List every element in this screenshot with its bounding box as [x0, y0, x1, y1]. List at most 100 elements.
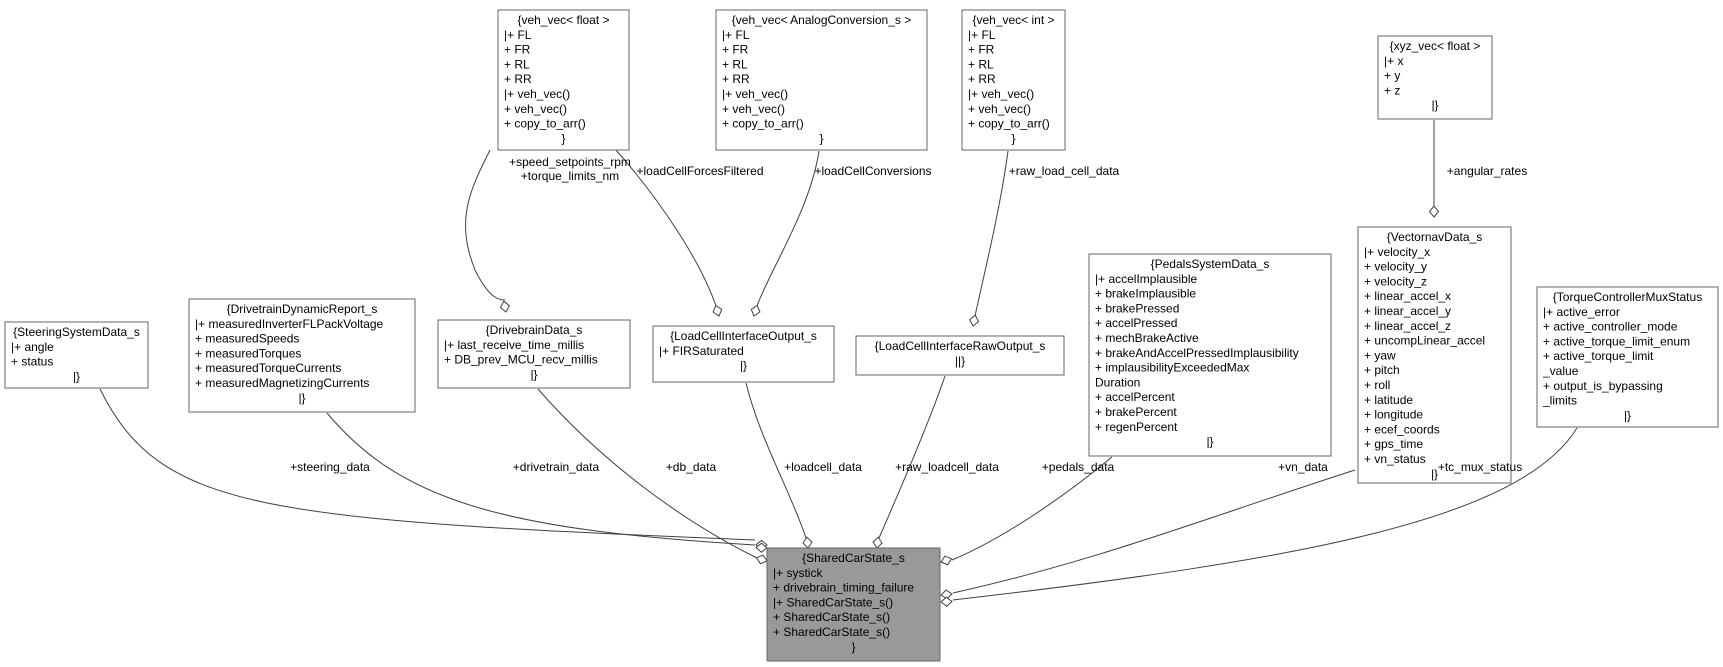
class-member: + pitch [1364, 363, 1400, 377]
class-box [855, 335, 1065, 376]
class-member: + output_is_bypassing [1543, 379, 1663, 393]
class-member: + brakePercent [1095, 405, 1177, 419]
class-node-shared[interactable]: {SharedCarState_s|+ systick+ drivebrain_… [766, 547, 941, 662]
class-node-drivebrain[interactable]: {DrivebrainData_s|+ last_receive_time_mi… [437, 319, 631, 389]
class-member: + gps_time [1364, 437, 1423, 451]
class-title: {SteeringSystemData_s [13, 325, 140, 339]
class-member: } [851, 640, 855, 654]
edge-label-loadcell_data: +loadcell_data [784, 460, 862, 474]
class-node-loadcellraw[interactable]: {LoadCellInterfaceRawOutput_s||} [855, 335, 1065, 376]
aggregation-diamond-icon [712, 304, 723, 317]
class-member: + uncompLinear_accel [1364, 334, 1485, 348]
edge-drivebrain [537, 388, 768, 565]
class-node-vecanalog[interactable]: {veh_vec< AnalogConversion_s >|+ FL+ FR+… [715, 9, 928, 151]
class-box [1088, 253, 1332, 457]
class-member: |} [1431, 98, 1438, 112]
class-member: |+ active_error [1543, 305, 1620, 319]
edge-line [99, 388, 756, 541]
class-member: |+ FL [504, 28, 532, 42]
class-member: + linear_accel_y [1364, 304, 1451, 318]
class-member: |+ veh_vec() [968, 87, 1034, 101]
class-member: _limits [1542, 394, 1577, 408]
edge-line [952, 427, 1578, 601]
class-member: |} [740, 359, 747, 373]
edge-label-db_data: +db_data [666, 460, 717, 474]
class-member: + longitude [1364, 408, 1423, 422]
edge-line [615, 149, 717, 307]
class-title: {LoadCellInterfaceRawOutput_s [875, 339, 1046, 353]
class-node-xyz[interactable]: {xyz_vec< float >|+ x+ y+ z|} [1377, 35, 1493, 120]
class-box [766, 547, 941, 662]
edge-label-speed_setpoints_rpm: +speed_setpoints_rpm [509, 155, 631, 169]
edge-line [974, 150, 1009, 317]
class-member: + implausibilityExceededMax [1095, 361, 1249, 375]
edge-line [537, 388, 758, 559]
class-title: {veh_vec< float > [517, 13, 609, 27]
class-title: {veh_vec< int > [972, 13, 1054, 27]
class-member: + SharedCarState_s() [773, 610, 890, 624]
class-member: + brakePressed [1095, 301, 1179, 315]
class-member: + accelPressed [1095, 316, 1177, 330]
class-member: + veh_vec() [504, 102, 567, 116]
class-member: |} [1206, 435, 1213, 449]
class-member: |+ FL [968, 28, 996, 42]
class-member: + measuredTorqueCurrents [195, 361, 341, 375]
class-member: + roll [1364, 378, 1390, 392]
class-member: + RR [722, 72, 750, 86]
class-box [4, 321, 149, 389]
class-node-loadcellout[interactable]: {LoadCellInterfaceOutput_s|+ FIRSaturate… [652, 325, 835, 383]
class-node-steering[interactable]: {SteeringSystemData_s|+ angle+ status|} [4, 321, 149, 389]
class-member: |} [1431, 467, 1438, 481]
aggregation-diamond-icon [872, 536, 883, 549]
class-member: + copy_to_arr() [504, 117, 586, 131]
class-member: |+ systick [773, 566, 823, 580]
edge-torquemux [940, 427, 1578, 607]
class-member: } [1011, 131, 1015, 145]
edge-label-pedals_data: +pedals_data [1042, 460, 1115, 474]
class-node-drivetrain[interactable]: {DrivetrainDynamicReport_s|+ measuredInv… [188, 298, 416, 413]
class-member: + latitude [1364, 393, 1413, 407]
edge-label-vn_data: +vn_data [1278, 460, 1328, 474]
edge-label-loadCellConversions: +loadCellConversions [814, 164, 931, 178]
class-node-vecfloat[interactable]: {veh_vec< float >|+ FL+ FR+ RL+ RR|+ veh… [497, 9, 630, 151]
class-member: + DB_prev_MCU_recv_millis [444, 353, 598, 367]
class-member: + copy_to_arr() [722, 117, 804, 131]
class-member: + RL [968, 57, 994, 71]
class-node-vectornav[interactable]: {VectornavData_s|+ velocity_x+ velocity_… [1357, 226, 1512, 484]
edge-vecanalog-loadcellout [750, 150, 820, 317]
class-title: {SharedCarState_s [802, 551, 905, 565]
class-member: |+ FIRSaturated [659, 344, 744, 358]
edge-line [326, 412, 756, 546]
class-title: {VectornavData_s [1387, 230, 1482, 244]
edge-line [952, 469, 1356, 594]
class-member: + SharedCarState_s() [773, 625, 890, 639]
class-node-vecint[interactable]: {veh_vec< int >|+ FL+ FR+ RL+ RR|+ veh_v… [961, 9, 1066, 151]
class-member: + RR [504, 72, 532, 86]
edge-line [465, 149, 506, 301]
class-member: |+ accelImplausible [1095, 272, 1197, 286]
class-member: + measuredSpeeds [195, 332, 299, 346]
class-member: |+ veh_vec() [722, 87, 788, 101]
class-member: |+ SharedCarState_s() [773, 595, 893, 609]
edge-label-torque_limits_nm: +torque_limits_nm [521, 169, 619, 183]
class-member: + velocity_y [1364, 260, 1427, 274]
edge-label-steering_data: +steering_data [290, 460, 370, 474]
class-member: |+ FL [722, 28, 750, 42]
class-member: + FR [504, 43, 531, 57]
class-node-pedals[interactable]: {PedalsSystemData_s|+ accelImplausible+ … [1088, 253, 1332, 457]
class-member: + measuredMagnetizingCurrents [195, 376, 369, 390]
class-node-torquemux[interactable]: {TorqueControllerMuxStatus|+ active_erro… [1536, 286, 1719, 428]
class-member: + linear_accel_z [1364, 319, 1451, 333]
class-member: + active_torque_limit [1543, 349, 1654, 363]
class-member: + ecef_coords [1364, 422, 1440, 436]
class-member: + mechBrakeActive [1095, 331, 1199, 345]
class-member: + velocity_z [1364, 274, 1427, 288]
edge-vecfloat-loadcellout [615, 149, 723, 317]
class-member: |+ velocity_x [1364, 245, 1430, 259]
class-member: + RL [504, 57, 530, 71]
class-member: + linear_accel_x [1364, 289, 1451, 303]
aggregation-diamond-icon [1428, 205, 1440, 218]
class-member: } [561, 131, 565, 145]
class-member: _value [1542, 364, 1579, 378]
